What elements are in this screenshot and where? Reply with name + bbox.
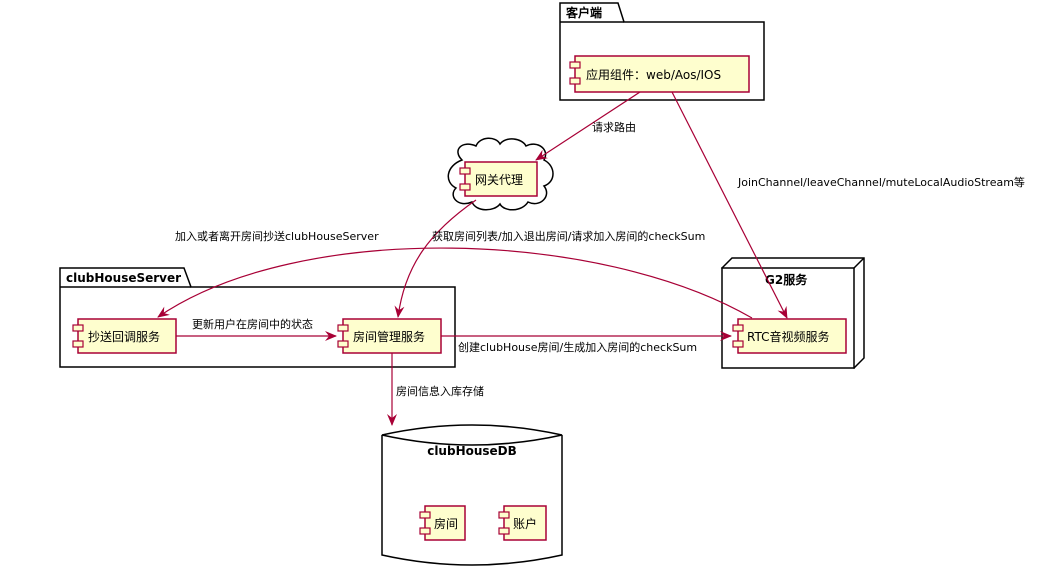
edge-update-state: 更新用户在房间中的状态 bbox=[176, 317, 337, 341]
edge-store-label: 房间信息入库存储 bbox=[396, 384, 484, 398]
component-room-label: 房间 bbox=[434, 516, 458, 531]
component-gateway-label: 网关代理 bbox=[475, 173, 523, 187]
package-server-title: clubHouseServer bbox=[66, 271, 181, 285]
edge-create-room-label: 创建clubHouse房间/生成加入房间的checkSum bbox=[458, 340, 697, 354]
component-account: 账户 bbox=[498, 505, 547, 541]
component-rtc-label: RTC音视频服务 bbox=[747, 329, 829, 344]
component-room: 房间 bbox=[419, 505, 466, 541]
component-room-mgmt-label: 房间管理服务 bbox=[353, 329, 425, 344]
component-cc-service: 抄送回调服务 bbox=[72, 318, 177, 354]
database-title: clubHouseDB bbox=[427, 444, 517, 458]
component-gateway: 网关代理 bbox=[459, 161, 538, 197]
edge-cc-notify: 加入或者离开房间抄送clubHouseServer bbox=[157, 229, 753, 319]
component-app-label: 应用组件：web/Aos/IOS bbox=[586, 67, 721, 82]
edge-route-label: 请求路由 bbox=[592, 120, 636, 134]
component-cc-label: 抄送回调服务 bbox=[88, 329, 160, 344]
edge-cc-notify-label: 加入或者离开房间抄送clubHouseServer bbox=[175, 229, 379, 243]
edge-store: 房间信息入库存储 bbox=[387, 353, 484, 426]
edge-join-channel-label: JoinChannel/leaveChannel/muteLocalAudioS… bbox=[737, 175, 1025, 189]
edge-create-room: 创建clubHouse房间/生成加入房间的checkSum bbox=[441, 331, 732, 354]
component-app: 应用组件：web/Aos/IOS bbox=[569, 55, 750, 93]
component-rtc: RTC音视频服务 bbox=[732, 318, 847, 354]
component-account-label: 账户 bbox=[513, 516, 537, 531]
edge-get-rooms: 获取房间列表/加入退出房间/请求加入房间的checkSum bbox=[394, 199, 705, 318]
edge-update-state-label: 更新用户在房间中的状态 bbox=[192, 317, 313, 331]
edge-route: 请求路由 bbox=[535, 91, 641, 161]
package-client-title: 客户端 bbox=[565, 5, 602, 20]
database-clubhouse: clubHouseDB bbox=[381, 424, 563, 566]
edge-join-channel: JoinChannel/leaveChannel/muteLocalAudioS… bbox=[671, 91, 1025, 319]
node-g2-title: G2服务 bbox=[765, 272, 808, 287]
edge-get-rooms-label: 获取房间列表/加入退出房间/请求加入房间的checkSum bbox=[432, 229, 705, 243]
component-room-mgmt: 房间管理服务 bbox=[337, 318, 442, 354]
